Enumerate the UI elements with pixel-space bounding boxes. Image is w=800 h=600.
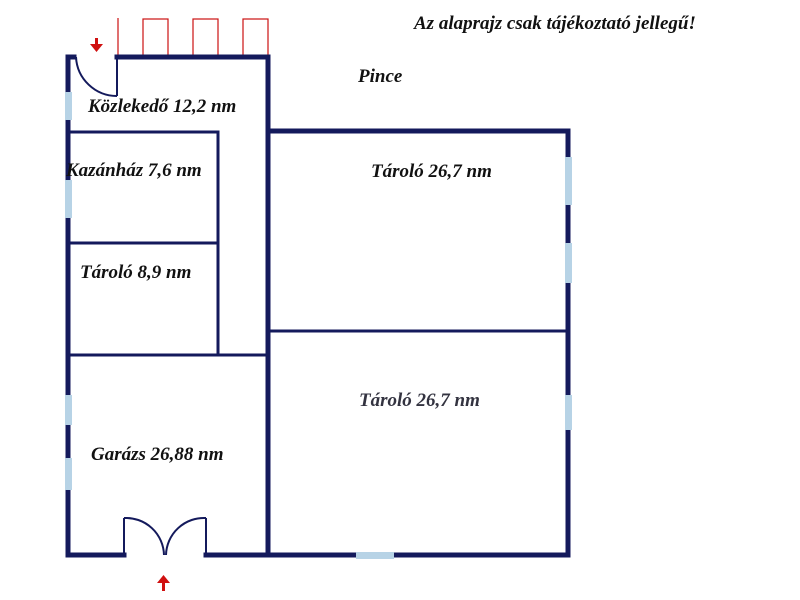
- entrance-door: [75, 56, 118, 98]
- window: [65, 92, 72, 120]
- floor-label: Pince: [357, 66, 403, 87]
- entrance-arrow-down-icon: [90, 38, 103, 52]
- room-label-storage-lower: Tároló 26,7 nm: [359, 390, 480, 411]
- garage-door: [123, 516, 207, 556]
- windows: [65, 92, 572, 559]
- window: [356, 552, 394, 559]
- window: [565, 243, 572, 283]
- room-label-storage-small: Tároló 8,9 nm: [80, 262, 191, 283]
- interior-walls: [66, 128, 570, 558]
- disclaimer-text: Az alaprajz csak tájékoztató jellegű!: [413, 13, 696, 34]
- room-label-corridor: Közlekedő 12,2 nm: [87, 96, 236, 117]
- room-label-storage-upper: Tároló 26,7 nm: [371, 161, 492, 182]
- window: [65, 458, 72, 490]
- window: [65, 395, 72, 425]
- window: [565, 395, 572, 430]
- room-label-boiler-room: Kazánház 7,6 nm: [65, 160, 202, 181]
- stairs: [117, 18, 269, 57]
- room-label-garage: Garázs 26,88 nm: [91, 444, 224, 465]
- window: [65, 180, 72, 218]
- window: [565, 157, 572, 205]
- entrance-arrow-up-icon: [157, 575, 170, 591]
